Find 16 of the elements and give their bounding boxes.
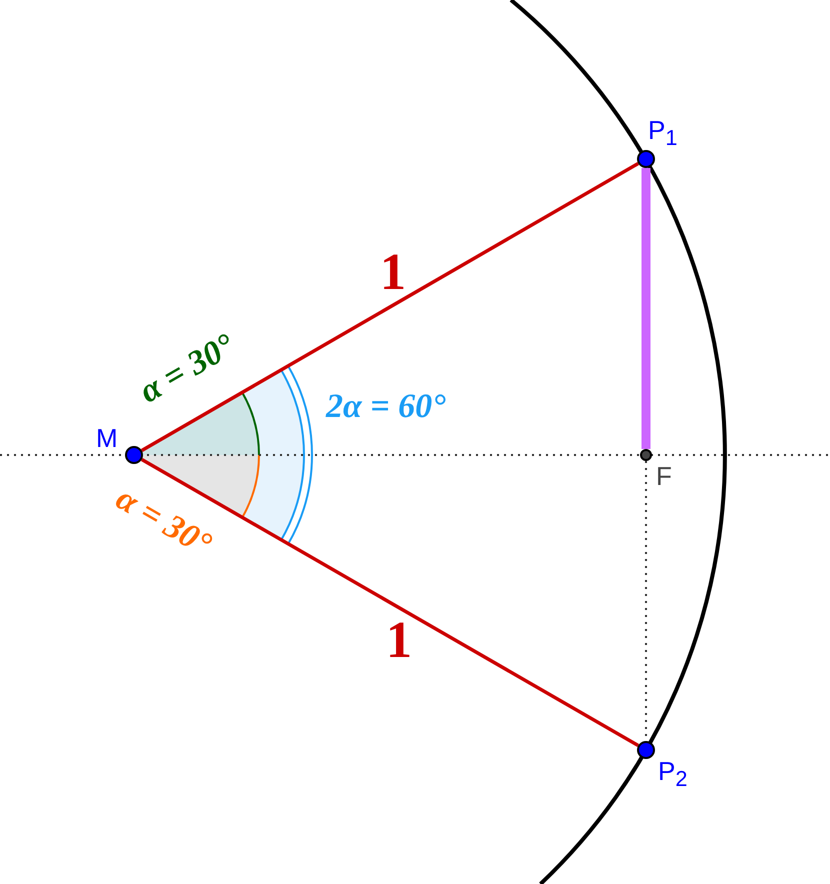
point-label: F	[656, 463, 672, 489]
edge-label: 1	[380, 247, 406, 299]
point-marker	[637, 741, 655, 759]
angle-label: α = 30°	[110, 482, 216, 562]
edge-label: 1	[386, 614, 412, 666]
point-marker	[125, 446, 143, 464]
line-segment	[140, 458, 640, 748]
angle-label: α = 30°	[134, 328, 240, 410]
point-label: P$_{1}$	[648, 117, 678, 149]
line-segment	[642, 168, 650, 449]
angle-label: 2α = 60°	[326, 390, 446, 424]
point-marker	[637, 150, 655, 168]
point-label: M	[96, 425, 118, 451]
point-marker	[640, 449, 652, 461]
point-label: P$_{2}$	[658, 758, 688, 790]
line-segment	[140, 162, 640, 452]
